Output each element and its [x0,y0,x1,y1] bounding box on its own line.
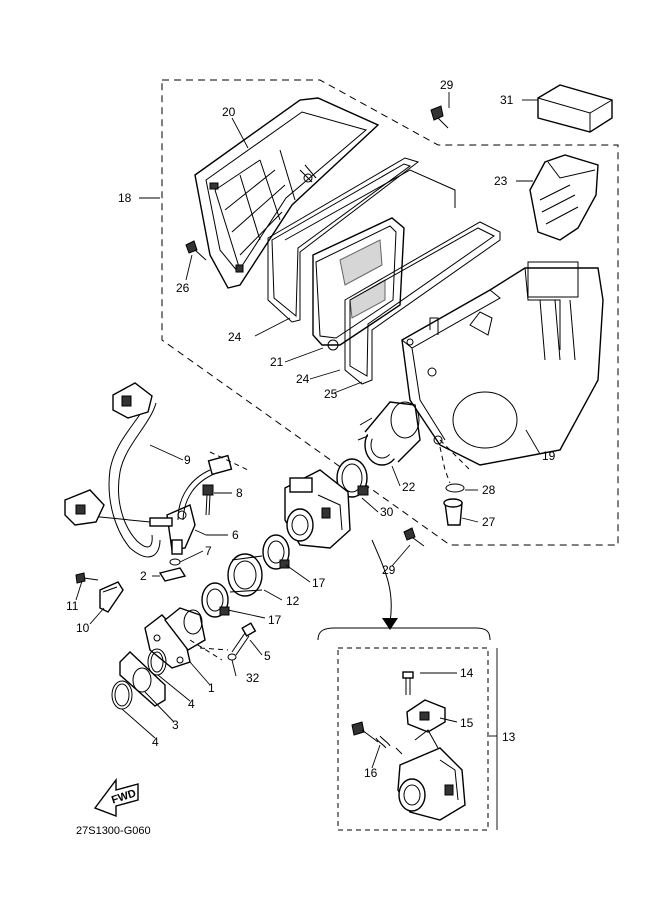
label-10: 10 [76,621,90,635]
air-cleaner-group-boundary [161,79,619,546]
band-30 [336,458,369,498]
joint-22 [357,401,421,466]
label-25: 25 [324,387,338,401]
wire-harness [64,454,233,526]
label-32: 32 [246,671,260,685]
gasket-24-left [267,157,420,323]
bolt-26 [185,240,207,261]
bolt-29-lower [403,527,425,547]
label-7: 7 [205,544,212,558]
label-29-top: 29 [440,78,454,92]
sensor-6 [149,504,196,555]
air-filter-case [401,261,604,466]
o-ring-4-lower [111,680,133,710]
label-31: 31 [500,93,514,107]
bolt-29-top [430,105,449,129]
band-17-lower [201,582,230,618]
washer-32 [227,653,237,661]
inset-screw-14 [402,671,414,695]
label-4-lower: 4 [152,735,159,749]
air-duct-23 [529,154,599,241]
label-29-lower: 29 [382,563,396,577]
insulator-3 [119,651,166,707]
label-17-lower: 17 [268,613,282,627]
band-17-upper [262,534,290,570]
label-16: 16 [364,766,378,780]
label-21: 21 [270,355,284,369]
label-3: 3 [172,718,179,732]
part-number-labels: 20 18 29 31 23 26 24 21 24 25 19 22 28 2… [66,78,556,780]
inset-bracket [317,627,491,641]
bolt-5 [231,622,257,656]
air-filter-cover [194,97,380,289]
label-28: 28 [482,483,496,497]
label-6: 6 [232,528,239,542]
label-27: 27 [482,515,496,529]
label-20: 20 [222,105,236,119]
inset-screw-16 [351,721,403,755]
label-12: 12 [286,594,300,608]
inset-throttle-body [397,747,466,821]
label-18: 18 [118,191,132,205]
drain-plug-27 [443,498,463,526]
label-13: 13 [502,730,516,744]
throttle-body [284,469,351,549]
label-23: 23 [494,174,508,188]
joint-12 [227,553,263,597]
washer-7 [169,558,181,566]
hose-9 [108,382,161,558]
bracket-10 [99,581,124,613]
label-26: 26 [176,281,190,295]
cap-31 [537,84,613,133]
label-5: 5 [264,649,271,663]
label-17-upper: 17 [312,576,326,590]
label-19: 19 [542,449,556,463]
label-1: 1 [208,681,215,695]
clip-28 [445,483,465,493]
label-2: 2 [140,569,147,583]
screw-8 [202,484,214,516]
label-8: 8 [236,486,243,500]
fwd-arrow-icon: FWD [93,777,139,818]
label-24-right: 24 [296,372,310,386]
label-4-upper: 4 [188,697,195,711]
label-11: 11 [66,599,79,613]
label-15: 15 [460,716,474,730]
label-22: 22 [402,480,416,494]
gasket-25 [344,221,501,385]
label-14: 14 [460,666,474,680]
air-filter-element [312,217,405,351]
label-30: 30 [380,505,394,519]
label-24-left: 24 [228,330,242,344]
clip-2 [158,567,187,582]
o-ring-4-upper [147,648,167,676]
inset-throttle-sensor-15 [406,699,446,733]
leader-lines [75,92,541,830]
inset-box [337,647,489,831]
diagram-code: 27S1300-G060 [76,825,151,837]
intake-manifold [144,607,206,669]
screw-11 [75,572,99,584]
label-9: 9 [184,453,191,467]
